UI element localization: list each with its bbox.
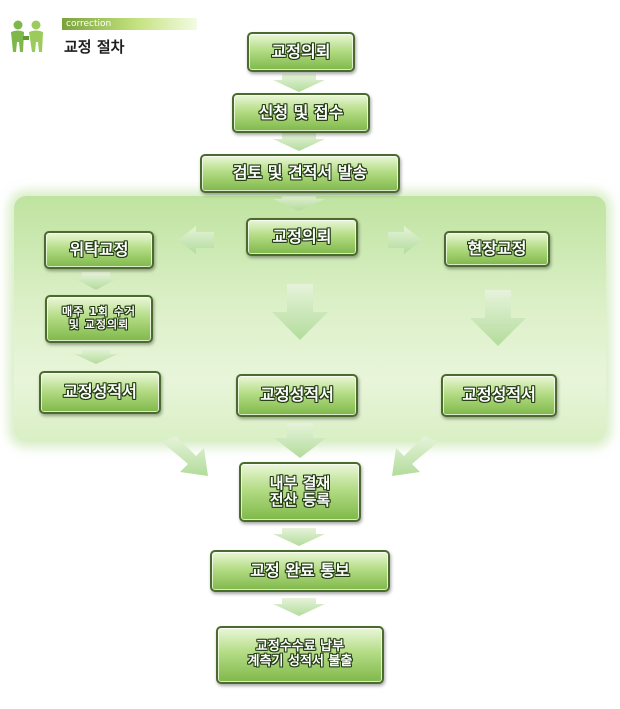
step-internal-approval: 내부 결재 전산 등록: [239, 462, 361, 522]
down-arrow-center-big: [272, 284, 328, 340]
down-arrow-left-2: [74, 348, 118, 364]
right-arrow: [388, 226, 422, 254]
certificate-right: 교정성적서: [441, 374, 557, 417]
step-onsite-calibration: 현장교정: [444, 231, 550, 267]
down-arrow-4: [273, 528, 325, 546]
step-entrusted-calibration: 위탁교정: [44, 231, 154, 269]
step-apply-receive: 신청 및 접수: [232, 93, 370, 133]
certificate-center: 교정성적서: [236, 374, 358, 417]
step-fee-payment: 교정수수료 납부 계측기 성적서 불출: [216, 626, 384, 684]
certificate-left: 교정성적서: [39, 371, 161, 414]
step-review-quote: 검토 및 견적서 발송: [200, 154, 400, 193]
step-completion-notice: 교정 완료 통보: [210, 550, 390, 592]
down-arrow-5: [273, 598, 325, 616]
page-title: 교정 절차: [64, 38, 125, 56]
down-arrow-center-lower: [274, 423, 326, 458]
diagonal-arrow-right: [392, 436, 438, 476]
diagonal-arrow-left: [162, 436, 208, 476]
step-request: 교정의뢰: [247, 32, 355, 72]
down-arrow-3: [273, 193, 325, 211]
down-arrow-right-big: [470, 290, 526, 346]
down-arrow-1: [273, 74, 325, 92]
header-english-label: correction: [62, 18, 197, 30]
down-arrow-left-1: [74, 272, 118, 290]
left-arrow: [178, 226, 214, 254]
step-weekly-collection: 매주 1회 수거 및 교정의뢰: [45, 295, 153, 343]
people-icon: [9, 18, 47, 56]
down-arrow-2: [273, 133, 325, 151]
step-center-request: 교정의뢰: [246, 218, 358, 256]
